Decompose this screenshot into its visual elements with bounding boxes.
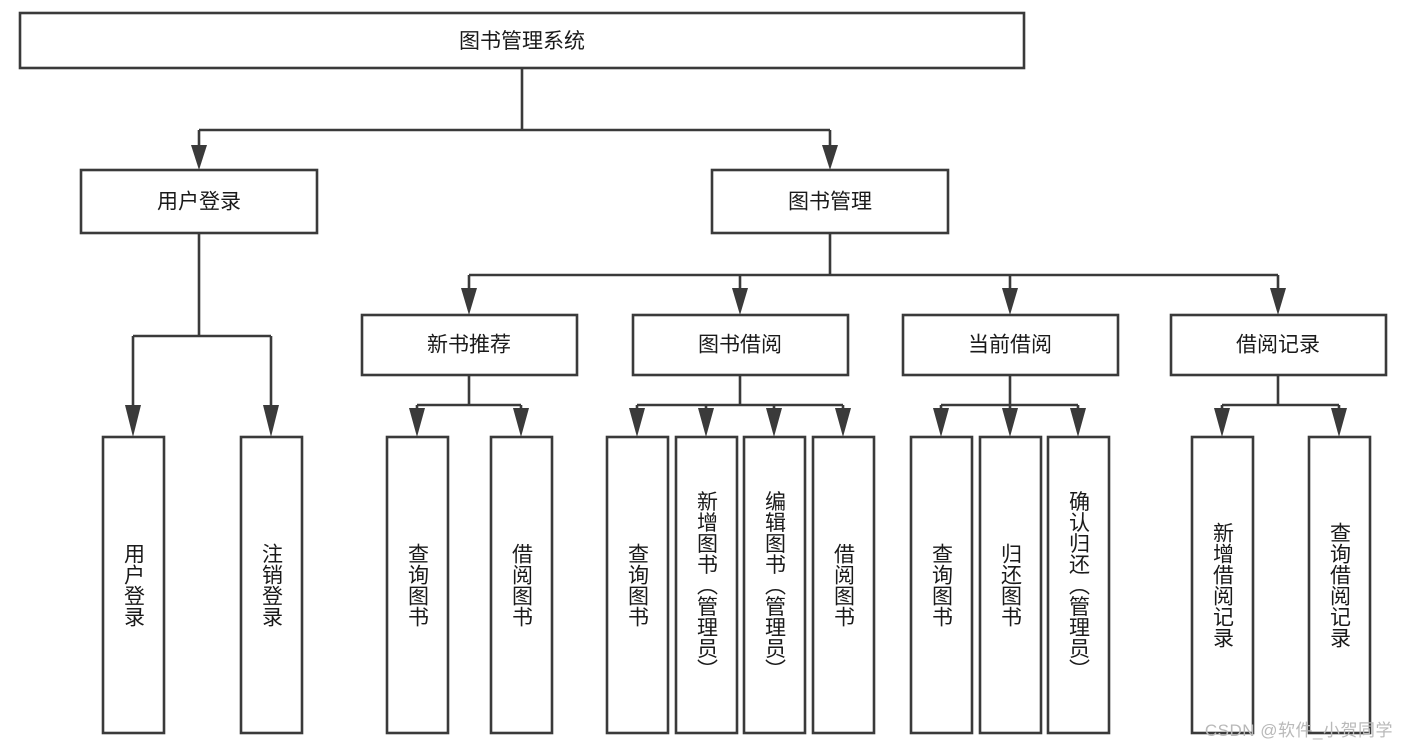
node-leaf-query-record-label: 查询借阅记录: [1328, 522, 1352, 648]
node-new-book-rec[interactable]: 新书推荐: [360, 313, 579, 377]
node-leaf-borrow-book-2[interactable]: 借阅图书: [811, 435, 876, 735]
arrow-head-leaf-query-book-1: [409, 408, 425, 437]
node-current-borrow-box[interactable]: [901, 313, 1120, 377]
node-leaf-query-book-2-box[interactable]: [605, 435, 670, 735]
node-new-book-rec-box[interactable]: [360, 313, 579, 377]
node-leaf-user-login-label: 用户登录: [122, 543, 146, 627]
node-leaf-confirm-return-box[interactable]: [1046, 435, 1111, 735]
node-leaf-query-book-3-label: 查询图书: [930, 543, 954, 627]
node-book-borrow-box[interactable]: [631, 313, 850, 377]
node-leaf-borrow-book-1[interactable]: 借阅图书: [489, 435, 554, 735]
node-leaf-add-record[interactable]: 新增借阅记录: [1190, 435, 1255, 735]
arrow-head-leaf-confirm-return: [1070, 408, 1086, 437]
arrow-head-leaf-add-book: [698, 408, 714, 437]
node-root-box[interactable]: [18, 11, 1026, 70]
node-leaf-borrow-book-1-label: 借阅图书: [510, 543, 534, 627]
node-leaf-logout-login-box[interactable]: [239, 435, 304, 735]
arrow-head-book-borrow: [732, 288, 748, 315]
node-leaf-query-record[interactable]: 查询借阅记录: [1307, 435, 1372, 735]
node-book-borrow-label: 图书借阅: [698, 334, 782, 357]
node-book-manage[interactable]: 图书管理: [710, 168, 950, 235]
node-leaf-user-login-box[interactable]: [101, 435, 166, 735]
node-book-manage-box[interactable]: [710, 168, 950, 235]
node-book-manage-label: 图书管理: [788, 191, 872, 214]
node-leaf-user-login[interactable]: 用户登录: [101, 435, 166, 735]
node-borrow-record[interactable]: 借阅记录: [1169, 313, 1388, 377]
arrow-head-leaf-user-login: [125, 405, 141, 437]
node-borrow-record-label: 借阅记录: [1236, 334, 1320, 357]
node-book-borrow[interactable]: 图书借阅: [631, 313, 850, 377]
csdn-watermark: CSDN @软件_小贺同学: [1204, 721, 1393, 740]
arrow-head-leaf-add-record: [1214, 408, 1230, 437]
node-leaf-logout-login-label: 注销登录: [260, 543, 284, 627]
node-leaf-query-record-box[interactable]: [1307, 435, 1372, 735]
node-borrow-record-box[interactable]: [1169, 313, 1388, 377]
node-leaf-query-book-1[interactable]: 查询图书: [385, 435, 450, 735]
node-leaf-edit-book-label: 编辑图书（管理员）: [763, 491, 787, 680]
arrow-head-leaf-query-book-3: [933, 408, 949, 437]
node-leaf-query-book-1-label: 查询图书: [406, 543, 430, 627]
node-leaf-borrow-book-2-label: 借阅图书: [832, 543, 856, 627]
node-leaf-add-record-label: 新增借阅记录: [1211, 522, 1235, 648]
arrow-head-current-borrow: [1002, 288, 1018, 315]
node-leaf-confirm-return-label: 确认归还（管理员）: [1067, 491, 1091, 680]
node-leaf-logout-login[interactable]: 注销登录: [239, 435, 304, 735]
node-user-login-box[interactable]: [79, 168, 319, 235]
node-leaf-query-book-3-box[interactable]: [909, 435, 974, 735]
node-leaf-query-book-2[interactable]: 查询图书: [605, 435, 670, 735]
node-current-borrow-label: 当前借阅: [968, 334, 1052, 357]
node-root-label: 图书管理系统: [459, 30, 585, 53]
node-leaf-borrow-book-2-box[interactable]: [811, 435, 876, 735]
node-leaf-borrow-book-1-box[interactable]: [489, 435, 554, 735]
node-leaf-edit-book-box[interactable]: [742, 435, 807, 735]
node-leaf-return-book-box[interactable]: [978, 435, 1043, 735]
arrow-head-leaf-query-record: [1331, 408, 1347, 437]
node-leaf-add-book-label: 新增图书（管理员）: [695, 491, 719, 680]
node-leaf-return-book-label: 归还图书: [999, 543, 1023, 627]
node-leaf-add-record-box[interactable]: [1190, 435, 1255, 735]
arrow-head-user-login: [191, 145, 207, 170]
node-leaf-add-book[interactable]: 新增图书（管理员）: [674, 435, 739, 735]
connector-layer: [125, 68, 1347, 437]
node-root[interactable]: 图书管理系统: [18, 11, 1026, 70]
arrow-head-book-manage: [822, 145, 838, 170]
arrow-head-leaf-borrow-book-2: [835, 408, 851, 437]
arrow-head-leaf-logout-login: [263, 405, 279, 437]
arrow-head-leaf-query-book-2: [629, 408, 645, 437]
arrow-head-leaf-borrow-book-1: [513, 408, 529, 437]
node-user-login-label: 用户登录: [157, 191, 241, 214]
node-leaf-confirm-return[interactable]: 确认归还（管理员）: [1046, 435, 1111, 735]
arrow-head-leaf-return-book: [1002, 408, 1018, 437]
node-leaf-query-book-3[interactable]: 查询图书: [909, 435, 974, 735]
node-leaf-query-book-1-box[interactable]: [385, 435, 450, 735]
node-current-borrow[interactable]: 当前借阅: [901, 313, 1120, 377]
node-leaf-edit-book[interactable]: 编辑图书（管理员）: [742, 435, 807, 735]
node-leaf-return-book[interactable]: 归还图书: [978, 435, 1043, 735]
arrow-head-new-book-rec: [461, 288, 477, 315]
arrow-head-borrow-record: [1270, 288, 1286, 315]
node-new-book-rec-label: 新书推荐: [427, 334, 511, 357]
node-leaf-query-book-2-label: 查询图书: [626, 543, 650, 627]
node-leaf-add-book-box[interactable]: [674, 435, 739, 735]
arrow-head-leaf-edit-book: [766, 408, 782, 437]
node-user-login[interactable]: 用户登录: [79, 168, 319, 235]
